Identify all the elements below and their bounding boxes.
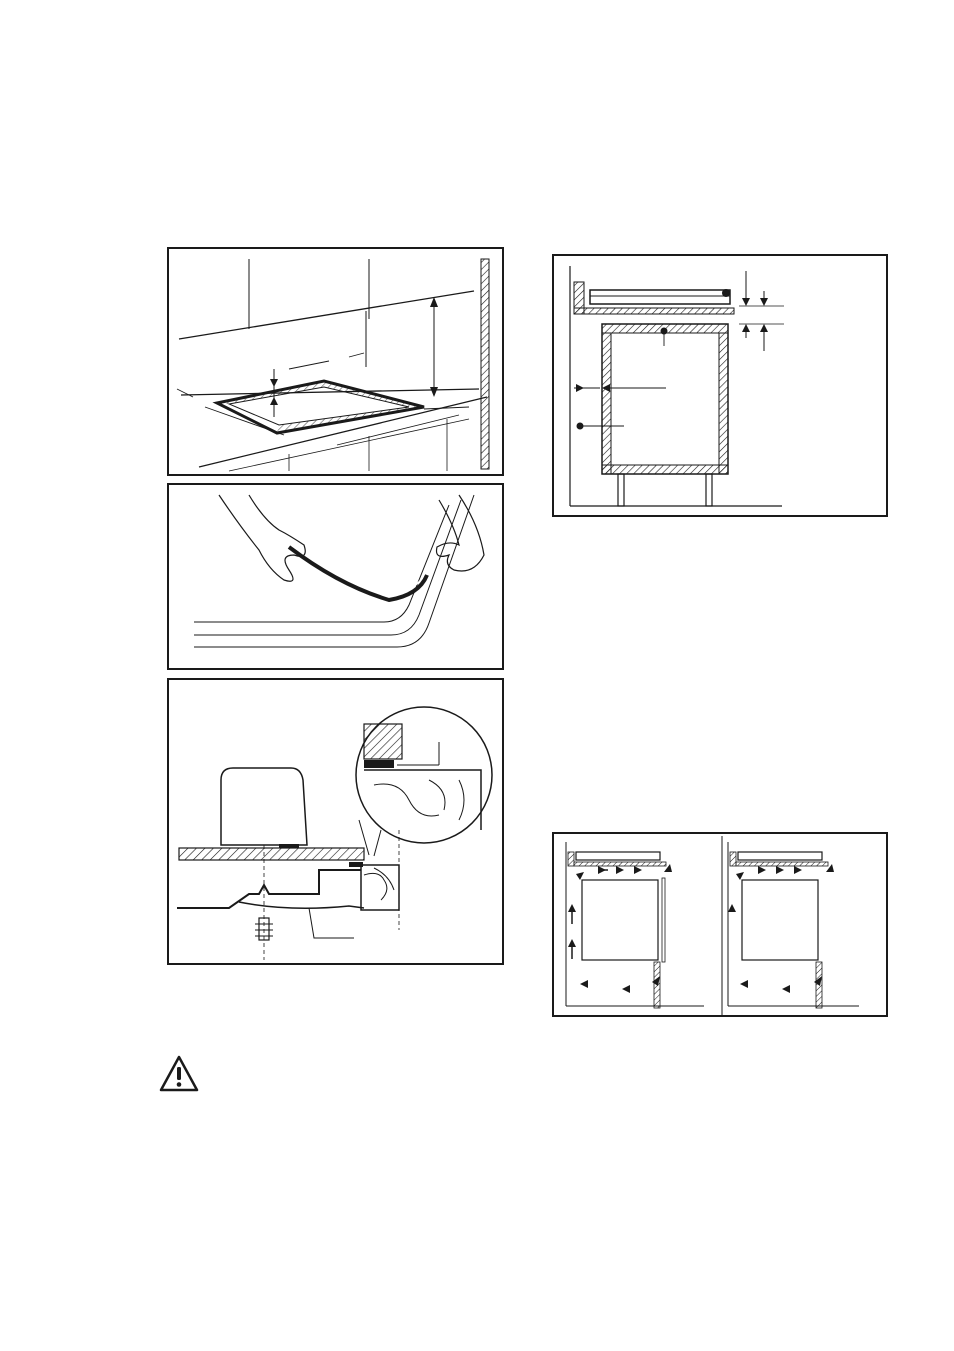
warning-triangle-icon — [158, 1054, 200, 1094]
figure-ventilation — [552, 832, 888, 1017]
figure-cabinet-section — [552, 254, 888, 517]
cutout-drawing — [169, 249, 504, 476]
figure-seal-strip — [167, 483, 504, 670]
figure-worktop-cutout — [167, 247, 504, 476]
bracket-drawing — [169, 680, 504, 965]
seal-drawing — [169, 485, 504, 670]
section-drawing — [554, 256, 888, 517]
vent-drawing — [554, 834, 888, 1017]
figure-bracket-detail — [167, 678, 504, 965]
